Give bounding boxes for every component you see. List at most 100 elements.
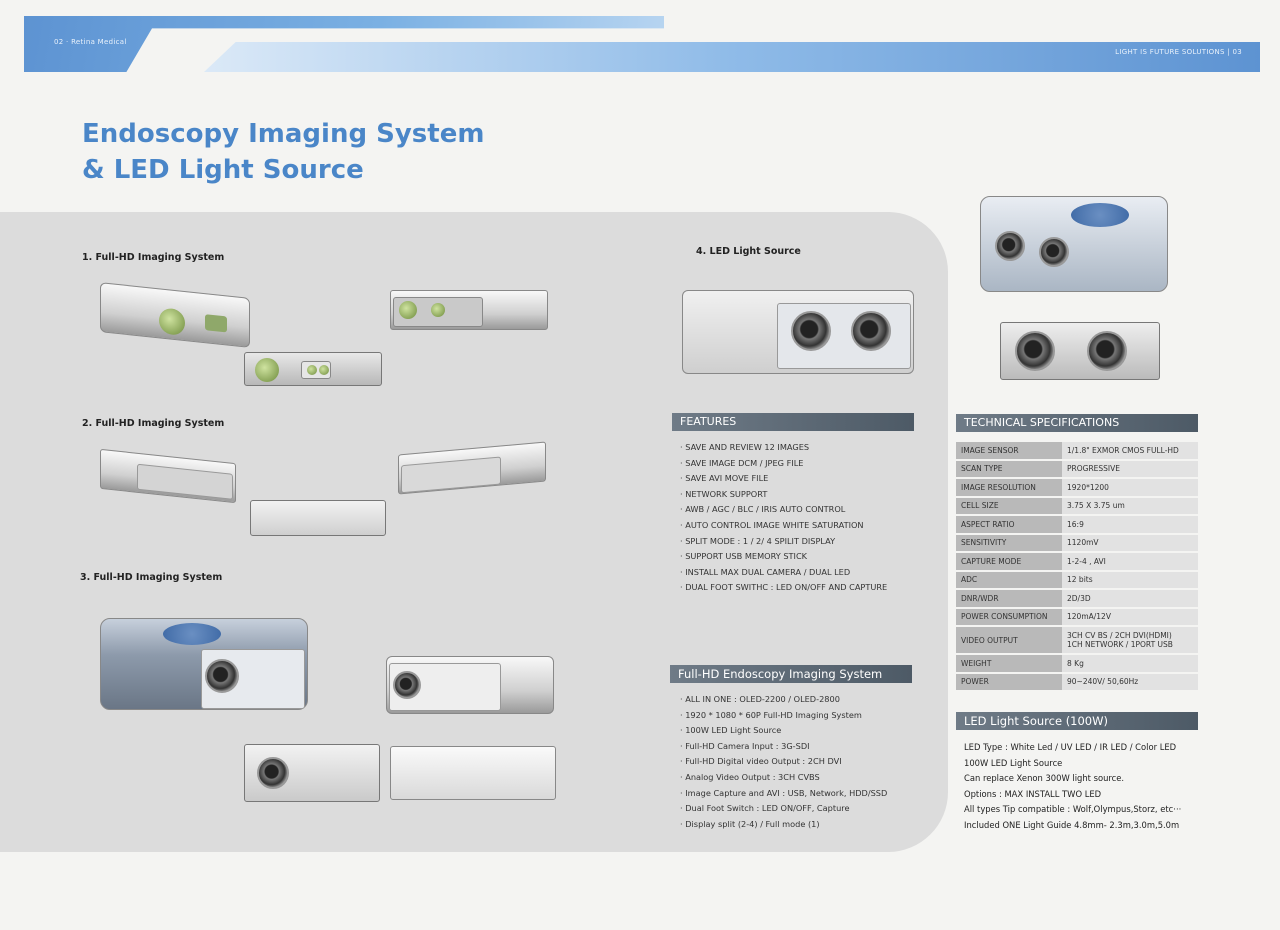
fullhd-list: ALL IN ONE : OLED-2200 / OLED-28001920 *… [680,692,887,832]
specs-header: TECHNICAL SPECIFICATIONS [956,414,1198,432]
spec-value: 16:9 [1062,516,1198,533]
led-list: LED Type : White Led / UV LED / IR LED /… [964,740,1181,833]
fullhd-item: Full-HD Digital video Output : 2CH DVI [680,754,887,770]
spec-key: DNR/WDR [956,590,1062,607]
device-knob [159,307,185,337]
spec-value: 90~240V/ 50,60Hz [1062,673,1198,690]
feature-item: SUPPORT USB MEMORY STICK [680,549,887,565]
device-knob [307,365,317,375]
device-knob [255,358,279,382]
device-knob [431,303,445,317]
features-list: SAVE AND REVIEW 12 IMAGESSAVE IMAGE DCM … [680,440,887,596]
spec-value: 1920*1200 [1062,479,1198,496]
spec-key: SCAN TYPE [956,460,1062,477]
device-lens [257,757,289,789]
feature-item: INSTALL MAX DUAL CAMERA / DUAL LED [680,565,887,581]
spec-key: CELL SIZE [956,497,1062,514]
spec-value: 1-2-4 , AVI [1062,553,1198,570]
feature-item: DUAL FOOT SWITHC : LED ON/OFF AND CAPTUR… [680,580,887,596]
fullhd-item: ALL IN ONE : OLED-2200 / OLED-2800 [680,692,887,708]
device-image [682,290,914,374]
device-image [1000,322,1160,380]
feature-item: SPLIT MODE : 1 / 2/ 4 SPILIT DISPLAY [680,534,887,550]
device-top-circle [1071,203,1129,227]
spec-value: 3.75 X 3.75 um [1062,497,1198,514]
device-knob [399,301,417,319]
device-lens [1087,331,1127,371]
device-top-circle [163,623,221,645]
feature-item: SAVE IMAGE DCM / JPEG FILE [680,456,887,472]
spec-value: 1/1.8" EXMOR CMOS FULL-HD [1062,442,1198,459]
led-header: LED Light Source (100W) [956,712,1198,730]
spec-value-line: 3CH CV BS / 2CH DVI(HDMI) [1067,631,1172,640]
led-item: Included ONE Light Guide 4.8mm- 2.3m,3.0… [964,819,1180,830]
device-image [244,744,380,802]
device-lens [1039,237,1069,267]
feature-item: AUTO CONTROL IMAGE WHITE SATURATION [680,518,887,534]
spec-value-line: 1CH NETWORK / 1PORT USB [1067,640,1173,649]
spec-key: CAPTURE MODE [956,553,1062,570]
device-lens [851,311,891,351]
banner-right-shape [204,42,1260,72]
device-image [390,290,548,330]
fullhd-item: Full-HD Camera Input : 3G-SDI [680,739,887,755]
device-image [100,618,308,710]
fullhd-item: Display split (2-4) / Full mode (1) [680,817,887,833]
spec-value: 12 bits [1062,571,1198,588]
fullhd-header: Full-HD Endoscopy Imaging System [670,665,912,683]
device-lens [995,231,1025,261]
spec-key: POWER [956,673,1062,690]
led-item: LED Type : White Led / UV LED / IR LED /… [964,742,1177,752]
device-image [386,656,554,714]
spec-key: IMAGE SENSOR [956,442,1062,459]
device-image [980,196,1168,292]
spec-key: ADC [956,571,1062,588]
spec-value: 120mA/12V [1062,608,1198,625]
section-1-label: 1. Full-HD Imaging System [82,252,225,263]
section-2-label: 2. Full-HD Imaging System [82,418,225,429]
section-4-label: 4. LED Light Source [696,246,801,257]
banner-left-text: 02 · Retina Medical [54,38,127,46]
fullhd-item: Image Capture and AVI : USB, Network, HD… [680,786,887,802]
section-3-label: 3. Full-HD Imaging System [80,572,223,583]
spec-value: 1120mV [1062,534,1198,551]
led-item: All types Tip compatible : Wolf,Olympus,… [964,804,1182,814]
spec-key: VIDEO OUTPUT [956,627,1062,653]
device-knob [319,365,329,375]
device-image [244,352,382,386]
device-screen [205,314,227,333]
spec-key: ASPECT RATIO [956,516,1062,533]
spec-value: 3CH CV BS / 2CH DVI(HDMI)1CH NETWORK / 1… [1062,627,1198,653]
top-banner: 02 · Retina Medical LIGHT IS FUTURE SOLU… [24,16,1260,72]
feature-item: SAVE AVI MOVE FILE [680,471,887,487]
page-title-line1: Endoscopy Imaging System [82,119,485,149]
page-title-line2: & LED Light Source [82,155,364,185]
spec-key: WEIGHT [956,655,1062,672]
feature-item: AWB / AGC / BLC / IRIS AUTO CONTROL [680,502,887,518]
banner-right-text: LIGHT IS FUTURE SOLUTIONS | 03 [1115,48,1242,56]
device-lens [393,671,421,699]
fullhd-item: Analog Video Output : 3CH CVBS [680,770,887,786]
device-lens [791,311,831,351]
features-header: FEATURES [672,413,914,431]
device-lens [1015,331,1055,371]
fullhd-item: 1920 * 1080 * 60P Full-HD Imaging System [680,708,887,724]
device-lens [205,659,239,693]
page-title: Endoscopy Imaging System & LED Light Sou… [82,116,484,188]
led-item: Options : MAX INSTALL TWO LED [964,788,1102,799]
spec-value: 8 Kg [1062,655,1198,672]
spec-value: PROGRESSIVE [1062,460,1198,477]
